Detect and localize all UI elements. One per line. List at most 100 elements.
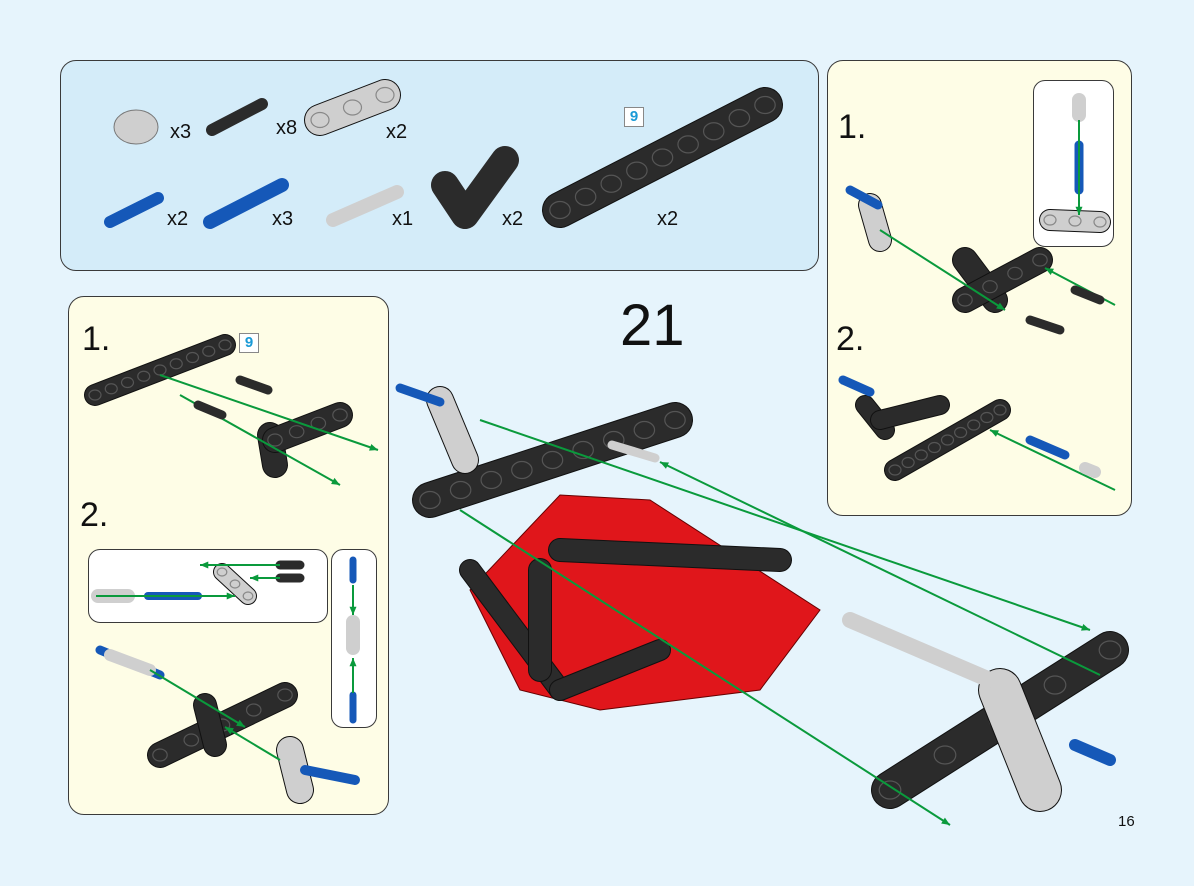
top-9-beam-hole (449, 480, 472, 500)
beam-9-part-hole (626, 161, 648, 180)
lower-blue-pin (1069, 739, 1116, 766)
ls2-arrow-2 (224, 726, 281, 761)
rs2-beam-9-hole (927, 441, 941, 454)
right-substep-1-label: 1. (838, 108, 867, 146)
left-substep-1-label: 1. (82, 320, 111, 358)
beam-9-part-hole (728, 109, 751, 128)
ls2-beam-hole (277, 688, 293, 702)
ls-callout-beam-hole (242, 591, 254, 601)
ls-beam-9-hole (104, 383, 118, 395)
rs2-l-arm (871, 396, 949, 429)
ls-l-arm-hole (288, 425, 305, 439)
rs-l-beam-arm-hole (982, 280, 998, 294)
top-9-beam (413, 403, 692, 517)
ls2-beam (148, 683, 297, 767)
rs2-beam-9-hole (967, 419, 981, 431)
ls-beam-9-hole (137, 370, 151, 382)
rs-arrow-2 (1044, 267, 1116, 306)
ls-l-arm-hole (332, 408, 348, 422)
rs-arrow-1 (879, 229, 1006, 311)
ls-beam-9-hole (218, 339, 232, 351)
beam-9-part (543, 88, 782, 227)
rs2-beam-9-hole (940, 434, 955, 446)
lower-beam-hole (933, 745, 957, 765)
rs2-beam-9-hole (901, 456, 915, 469)
curved-beam-right (550, 640, 670, 700)
left-substep-2-label: 2. (80, 496, 109, 534)
ls-beam-9 (85, 335, 235, 405)
rs2-beam-9-hole (914, 449, 928, 461)
ls-beam-9-hole (88, 389, 102, 401)
right-substep-2-label: 2. (836, 320, 865, 358)
ls-beam-9-hole (169, 358, 183, 370)
qty-beam-3: x2 (386, 121, 408, 143)
qty-axle-pin: x2 (167, 208, 189, 230)
ls-callout-beam-hole (216, 567, 228, 577)
ls2-beam-hole (245, 703, 262, 717)
red-frame (469, 494, 821, 711)
top-blue-pin (395, 383, 445, 407)
rs-arrow-1-head (996, 302, 1005, 310)
beam-9-part-hole (651, 148, 674, 167)
rs2-arrow-head (990, 430, 999, 437)
top-9-beam-hole (633, 420, 656, 440)
lower-beam-hole (1043, 675, 1067, 695)
rs2-beam-9-hole (993, 404, 1007, 416)
rs-callout-beam-hole (1043, 214, 1057, 226)
ls-callout-beam (214, 564, 256, 604)
top-9-beam-hole (419, 490, 441, 510)
friction-pin-part (206, 98, 268, 136)
rs2-beam-9-hole (954, 426, 968, 439)
top-9-beam-hole (480, 470, 503, 490)
rs-blue-pin (845, 185, 883, 210)
ls-callout-arrow-3-head (250, 574, 259, 582)
rs-l-beam-arm-hole (1032, 253, 1048, 267)
center-beam (549, 539, 791, 571)
beam-9-part-hole (574, 187, 597, 206)
beam-9-part-hole (549, 200, 571, 220)
rs-arrow-2-head (1045, 268, 1054, 275)
qty-bush: x3 (170, 121, 192, 143)
beam-9-part-hole (702, 122, 725, 141)
ls-callout-arrow-2-head (200, 561, 209, 569)
ls-v-arrow-2-head (349, 658, 357, 667)
beam-3-part-hole (310, 111, 330, 129)
axle-pin-part (104, 192, 164, 228)
l-beam-part (431, 146, 519, 229)
top-9-beam-hole (572, 440, 594, 460)
step-number: 21 (620, 293, 685, 358)
arrow-pin (659, 461, 1101, 676)
ls-v-arrow-1-head (349, 606, 357, 615)
rs-pin-2 (1025, 315, 1065, 335)
ls-arrow-1 (159, 374, 379, 451)
beam-9-part-hole (754, 95, 776, 115)
rs-gray-connector (859, 194, 891, 251)
ls2-connector (104, 649, 156, 676)
lower-gray-connector (979, 669, 1061, 811)
qty-long-pin: x3 (272, 208, 294, 230)
rs-callout-beam-hole (1068, 215, 1082, 227)
top-9-beam-hole (664, 410, 686, 430)
ls-beam-9-hole (185, 351, 200, 364)
ls2-arrow-2-head (225, 727, 234, 735)
gray-l-connector (427, 387, 478, 473)
ls-beam-9-hole (202, 345, 216, 357)
length-label-left: 9 (239, 333, 259, 353)
ls-l-arm-hole (267, 433, 283, 447)
rs-pin-1 (1070, 285, 1105, 305)
rs-l-beam-arm-hole (957, 293, 973, 307)
rs-l-beam-arm-hole (1007, 266, 1023, 280)
bush-part (113, 109, 159, 145)
cross-axle (842, 612, 998, 688)
rs2-long-pin (1025, 435, 1070, 460)
ls2-gray-l (277, 737, 313, 803)
rs2-blue-pin (838, 375, 875, 397)
ls-callout-arrow-head (226, 592, 235, 600)
arrow-top (479, 419, 1091, 631)
ls-pin-2 (193, 400, 227, 420)
top-9-beam-hole (511, 460, 533, 480)
rs2-arrow (989, 429, 1116, 491)
qty-friction-pin: x8 (276, 117, 298, 139)
ls-arrow-1-head (369, 443, 378, 451)
beam-9-part-hole (600, 174, 623, 193)
